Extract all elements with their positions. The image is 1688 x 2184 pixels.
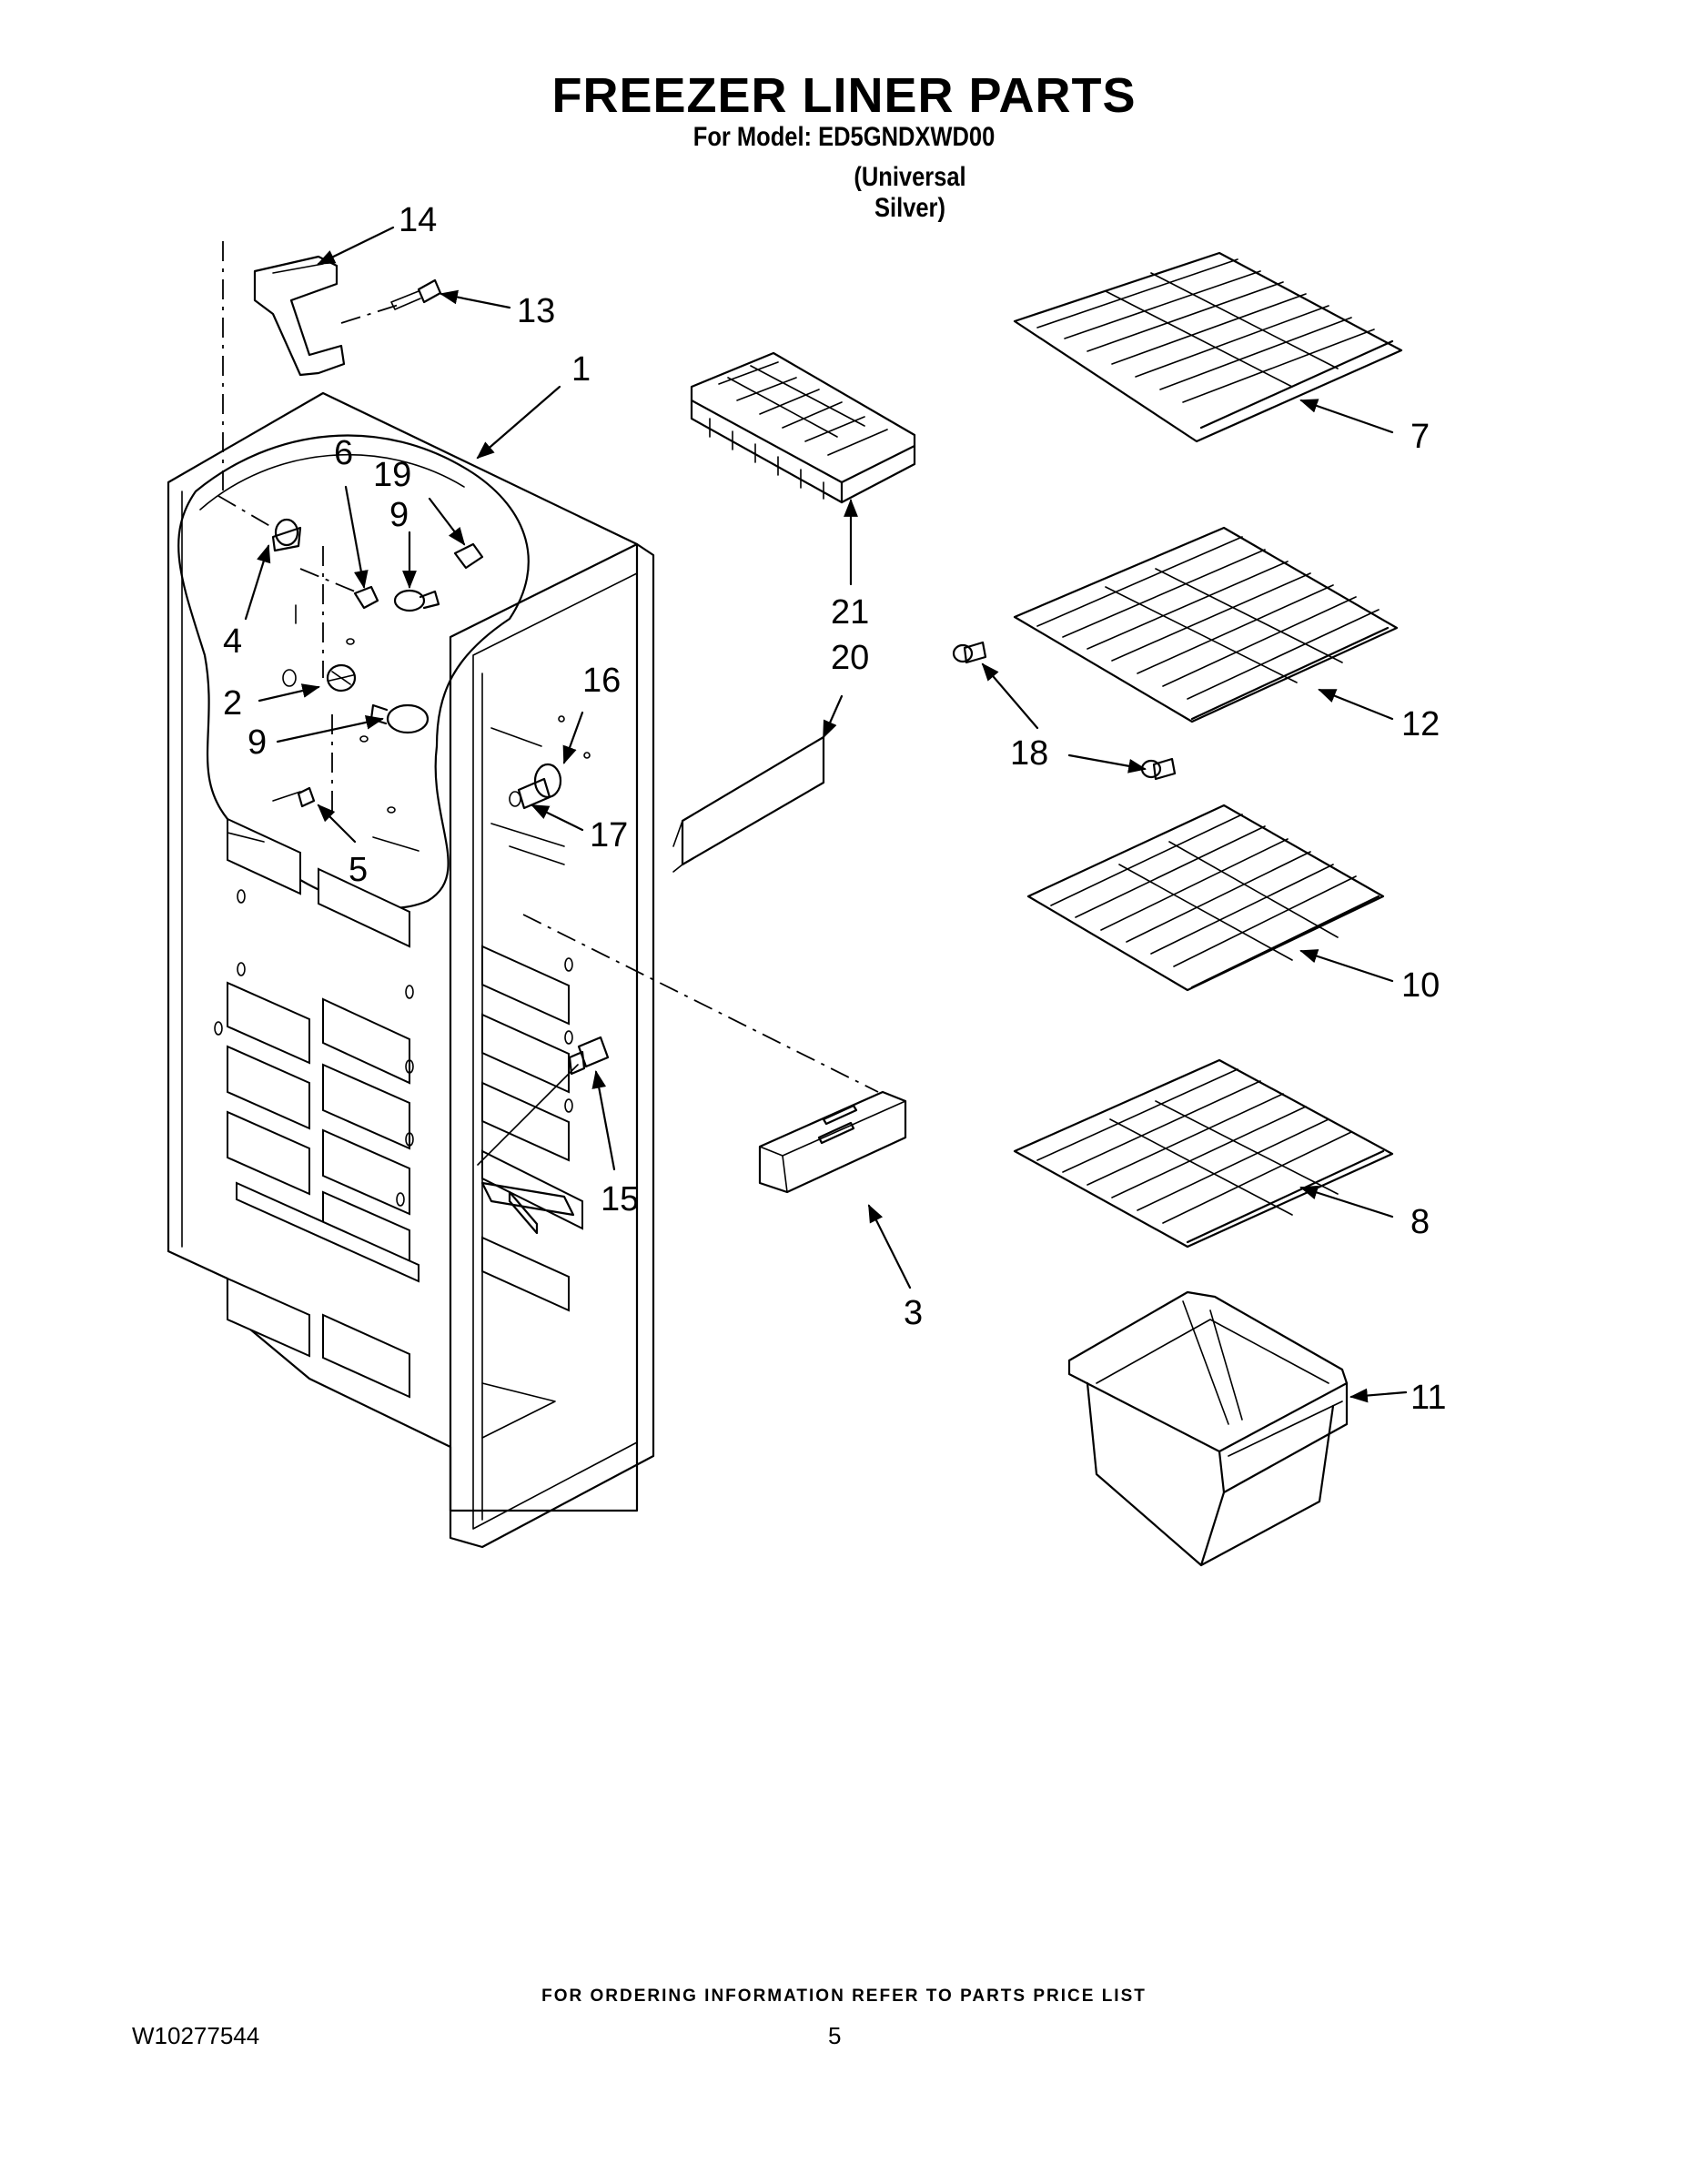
shelf-pegs bbox=[952, 641, 1177, 781]
model-subtitle: For Model: ED5GNDXWD00 bbox=[692, 122, 996, 152]
wire-shelf-8 bbox=[1013, 1058, 1394, 1249]
callout-20: 20 bbox=[831, 639, 869, 677]
callout-1: 1 bbox=[571, 350, 591, 389]
ice-tray bbox=[690, 351, 916, 504]
callout-15: 15 bbox=[601, 1180, 639, 1218]
cover-axis-line bbox=[522, 914, 879, 1093]
callout-9-lower: 9 bbox=[248, 723, 267, 762]
screw bbox=[390, 278, 442, 310]
callout-13: 13 bbox=[517, 292, 555, 330]
page-number: 5 bbox=[828, 2022, 842, 2049]
callout-5: 5 bbox=[349, 851, 368, 889]
color-subtitle: (Universal Silver) bbox=[854, 162, 966, 223]
callout-19: 19 bbox=[373, 456, 411, 494]
clip-leader-line bbox=[477, 1064, 579, 1166]
callout-12: 12 bbox=[1401, 705, 1440, 743]
page-title: FREEZER LINER PARTS bbox=[551, 68, 1137, 123]
callout-2: 2 bbox=[223, 684, 242, 723]
callout-18: 18 bbox=[1010, 734, 1048, 773]
callout-10: 10 bbox=[1401, 966, 1440, 1005]
callout-14: 14 bbox=[399, 201, 437, 239]
callout-4: 4 bbox=[223, 622, 242, 661]
wire-shelf-12 bbox=[1013, 526, 1399, 723]
shelf-support bbox=[490, 715, 591, 865]
wire-shelf-7 bbox=[1013, 251, 1403, 443]
callout-17: 17 bbox=[590, 816, 628, 854]
callout-11: 11 bbox=[1410, 1379, 1446, 1417]
callout-16: 16 bbox=[582, 662, 621, 700]
callout-8: 8 bbox=[1410, 1203, 1430, 1241]
callout-7: 7 bbox=[1410, 418, 1430, 456]
leader-arrows bbox=[244, 226, 1408, 1403]
liner-holes bbox=[214, 889, 573, 1207]
freezer-bin bbox=[1067, 1290, 1349, 1567]
document-number: W10277544 bbox=[132, 2022, 260, 2049]
callout-6: 6 bbox=[334, 434, 353, 472]
callout-9-upper: 9 bbox=[389, 496, 409, 534]
light-cover bbox=[758, 1090, 907, 1194]
bracket-clip bbox=[568, 1036, 610, 1076]
liner-wall-slots bbox=[227, 817, 583, 1399]
callout-21: 21 bbox=[831, 593, 869, 632]
ordering-note: FOR ORDERING INFORMATION REFER TO PARTS … bbox=[541, 1987, 1147, 2006]
screw-axis-line bbox=[340, 304, 399, 324]
trim-strip bbox=[672, 735, 825, 873]
inner-components bbox=[217, 495, 484, 852]
freezer-liner bbox=[167, 391, 655, 1549]
callout-labels: 14 13 1 6 19 9 4 2 9 5 16 17 15 21 20 3 … bbox=[223, 201, 1446, 1417]
hinge-bracket bbox=[253, 255, 346, 377]
wire-shelf-10 bbox=[1026, 804, 1385, 992]
callout-3: 3 bbox=[904, 1294, 923, 1332]
